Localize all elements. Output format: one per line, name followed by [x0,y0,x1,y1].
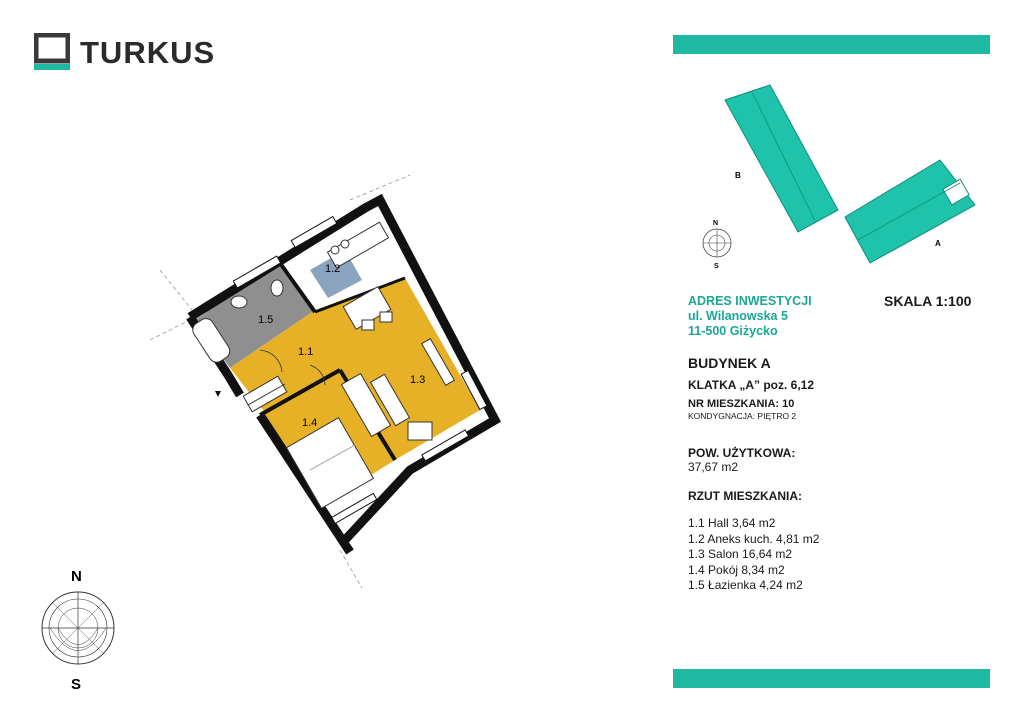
usable-area-label: POW. UŻYTKOWA: [688,446,796,460]
usable-area-value: 37,67 m2 [688,460,739,474]
bathtub-icon [192,318,231,363]
building-a-shape [844,159,976,264]
brand-name: TURKUS [80,35,216,70]
building-b-shape [724,84,839,233]
address-city: 11-500 Giżycko [688,324,778,338]
room-item: 1.1 Hall 3,64 m2 [688,516,776,530]
address-heading: ADRES INWESTYCJI [688,294,812,308]
kitchen-counter [326,221,390,269]
dining-table [342,286,393,331]
building-a-label: A [935,239,941,248]
wardrobe-icon [242,375,288,413]
door-swings [259,349,326,386]
room-label-1-2: 1.2 [325,263,340,275]
room-label-1-4: 1.4 [302,417,317,429]
small-compass-n: N [713,220,718,227]
sink-icon [230,295,248,309]
windows [232,215,488,525]
room-item: 1.2 Aneks kuch. 4,81 m2 [688,531,820,546]
building-b-label: B [735,171,741,180]
address-street: ul. Wilanowska 5 [688,309,788,323]
scale-label: SKALA 1:100 [884,293,972,309]
site-plan: B A N S [702,84,976,270]
bed-icon [285,417,375,509]
entrance-arrow-icon [215,391,221,397]
compass: N S [41,568,115,693]
rooms-heading: RZUT MIESZKANIA: [688,489,802,503]
toilet-icon [270,279,284,297]
compass-north-label: N [71,568,82,585]
apartment-number: NR MIESZKANIA: 10 [688,398,795,410]
floor-plan: 1.5 1.2 1.1 1.3 1.4 [150,174,501,589]
room-label-1-3: 1.3 [410,374,425,386]
rooms-list: 1.1 Hall 3,64 m2 1.2 Aneks kuch. 4,81 m2… [688,516,819,594]
compass-rose-icon [41,591,115,665]
compass-south-label: S [71,676,81,693]
room-label-1-5: 1.5 [258,314,273,326]
small-compass-icon [702,228,732,258]
sofa-icon [340,372,433,441]
floor-label: KONDYGNACJA: PIĘTRO 2 [688,411,797,421]
brand-logo: TURKUS [34,33,234,73]
top-accent-bar [673,35,990,54]
room-item: 1.4 Pokój 8,34 m2 [688,562,785,577]
staircase-label: KLATKA „A” poz. 6,12 [688,378,815,392]
building-label: BUDYNEK A [688,355,771,371]
room-item: 1.3 Salon 16,64 m2 [688,547,793,561]
small-compass-s: S [714,263,719,270]
bottom-accent-bar [673,669,990,688]
tv-unit [420,338,456,386]
room-item: 1.5 Łazienka 4,24 m2 [688,578,803,592]
address-block: ADRES INWESTYCJI ul. Wilanowska 5 11-500… [688,294,812,339]
logo-mark-icon [34,33,70,70]
room-label-1-1: 1.1 [298,346,313,358]
